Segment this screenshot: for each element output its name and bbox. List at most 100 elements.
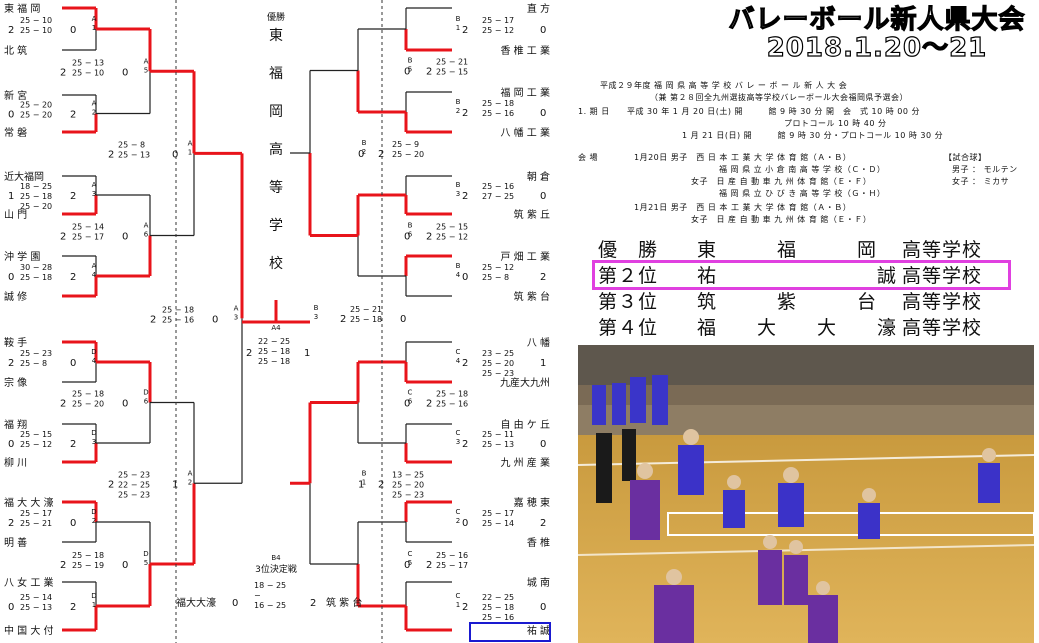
set-count: 0 [540, 191, 546, 202]
score-text: 25 − 8 [482, 273, 509, 282]
score-text: 25 − 18 [258, 357, 290, 366]
set-count: 0 [462, 272, 468, 283]
champion-char: 岡 [269, 104, 283, 120]
score-text: 27 − 25 [482, 192, 514, 201]
match-code: B [456, 181, 461, 189]
set-count: 2 [462, 439, 468, 450]
team-name-left: 福 翔 [4, 418, 27, 431]
score-text: 25 − 16 [436, 400, 468, 409]
score-text: 25 − 18 [72, 551, 104, 560]
match-code: A [92, 181, 97, 189]
team-name-right: 福 岡 工 業 [500, 86, 550, 99]
result-row: 優 勝 東 福 岡 高等学校 [592, 235, 1012, 261]
match-code: 1 [456, 601, 460, 609]
result-place: 第２位 [598, 265, 659, 287]
team-name-left: 山 門 [4, 209, 27, 221]
set-count: 1 [540, 358, 546, 369]
team-name-right: 筑 紫 丘 [514, 208, 550, 221]
set-count: 2 [150, 314, 156, 325]
score-text: 18 − 25 [254, 581, 286, 590]
score-text: 25 − 18 [350, 315, 382, 324]
set-count: 0 [122, 67, 128, 78]
info-panel: バレーボール新人県大会 2018.1.20〜21 平成２９年度 福 岡 県 高 … [572, 0, 1039, 345]
set-count: 2 [340, 314, 346, 325]
set-count: 2 [70, 191, 76, 202]
set-count: 2 [462, 25, 468, 36]
score-text: 25 − 16 [482, 613, 514, 622]
set-count: 0 [8, 272, 14, 283]
team-name-right: 城 南 [527, 576, 550, 589]
set-count: 0 [404, 399, 410, 410]
score-text: 25 − 12 [436, 233, 468, 242]
set-count: 1 [358, 479, 364, 490]
match-code: 3 [456, 190, 460, 198]
team-name-right: 直 方 [527, 2, 550, 15]
set-count: 0 [122, 232, 128, 243]
score-text: 25 − 21 [20, 519, 52, 528]
score-text: 25 − 23 [20, 349, 52, 358]
score-text: 25 − 17 [436, 561, 468, 570]
score-text: 25 − 18 [482, 99, 514, 108]
result-suffix: 高等学校 [902, 239, 983, 261]
set-count: 1 [8, 191, 14, 202]
team-name-left: 宗 像 [4, 376, 27, 389]
set-count: 1 [304, 348, 310, 359]
score-text: 25 − 14 [72, 223, 104, 232]
team-name-right: 筑 紫 台 [514, 290, 550, 303]
result-place: 第４位 [598, 317, 659, 339]
set-count: 2 [378, 149, 384, 160]
match-photo [578, 345, 1034, 643]
third-place-team-b: 筑 紫 台 [326, 596, 362, 609]
score-text: 18 − 25 [20, 182, 52, 191]
result-school: 福 大 大 濠 [697, 317, 898, 339]
title-line1: バレーボール新人県大会 [728, 5, 1026, 35]
set-count: 2 [462, 358, 468, 369]
set-count: 0 [404, 560, 410, 571]
team-name-right: 香 椎 [527, 536, 550, 549]
match-code: 2 [92, 109, 96, 117]
runner-up-highlight [592, 260, 1011, 290]
match-code: 5 [408, 66, 412, 74]
match-code: 2 [456, 107, 460, 115]
match-code: D [91, 592, 96, 600]
score-text: 25 − 9 [392, 140, 419, 149]
score-text: 25 − 15 [20, 430, 52, 439]
set-count: 0 [212, 314, 218, 325]
match-code: B [362, 139, 367, 147]
score-text: 25 − 20 [392, 150, 424, 159]
match-code: 1 [362, 478, 366, 486]
venue-2: 福 岡 県 立 小 倉 南 高 等 学 校（Ｃ・Ｄ） [719, 165, 886, 174]
score-text: 25 − 20 [392, 480, 424, 489]
result-school: 東 福 岡 [697, 239, 878, 261]
result-suffix: 高等学校 [902, 291, 983, 313]
set-count: 0 [8, 110, 14, 121]
score-text: 25 − 16 [482, 109, 514, 118]
score-text: 22 − 25 [258, 337, 290, 346]
match-code: C [408, 389, 413, 397]
match-code: 5 [144, 66, 148, 74]
score-text: 25 − 14 [482, 519, 514, 528]
score-text: 25 − 12 [482, 263, 514, 272]
match-code: A [92, 15, 97, 23]
set-count: 2 [378, 479, 384, 490]
set-count: 2 [426, 67, 432, 78]
result-place: 第３位 [598, 291, 659, 313]
highlight-box [469, 622, 551, 642]
score-text: 25 − 20 [20, 101, 52, 110]
set-count: 2 [108, 479, 114, 490]
team-name-left: 沖 学 園 [4, 250, 40, 263]
set-count: 0 [70, 518, 76, 529]
title-line2: 2018.1.20〜21 [766, 33, 988, 63]
team-name-left: 中 国 大 付 [4, 624, 54, 637]
result-row: 第４位 福 大 大 濠 高等学校 [592, 313, 1012, 339]
team-name-right: 九産大九州 [500, 376, 550, 389]
set-count: 1 [172, 479, 178, 490]
ball-female: 女子 ： ミカサ [952, 177, 1010, 186]
score-text: 25 − 12 [20, 440, 52, 449]
set-count: 0 [404, 232, 410, 243]
team-name-left: 常 磐 [4, 126, 27, 139]
set-count: 0 [8, 602, 14, 613]
score-text: 25 − 8 [118, 140, 145, 149]
score-text: 25 − 15 [436, 68, 468, 77]
score-text: 25 − 20 [20, 111, 52, 120]
